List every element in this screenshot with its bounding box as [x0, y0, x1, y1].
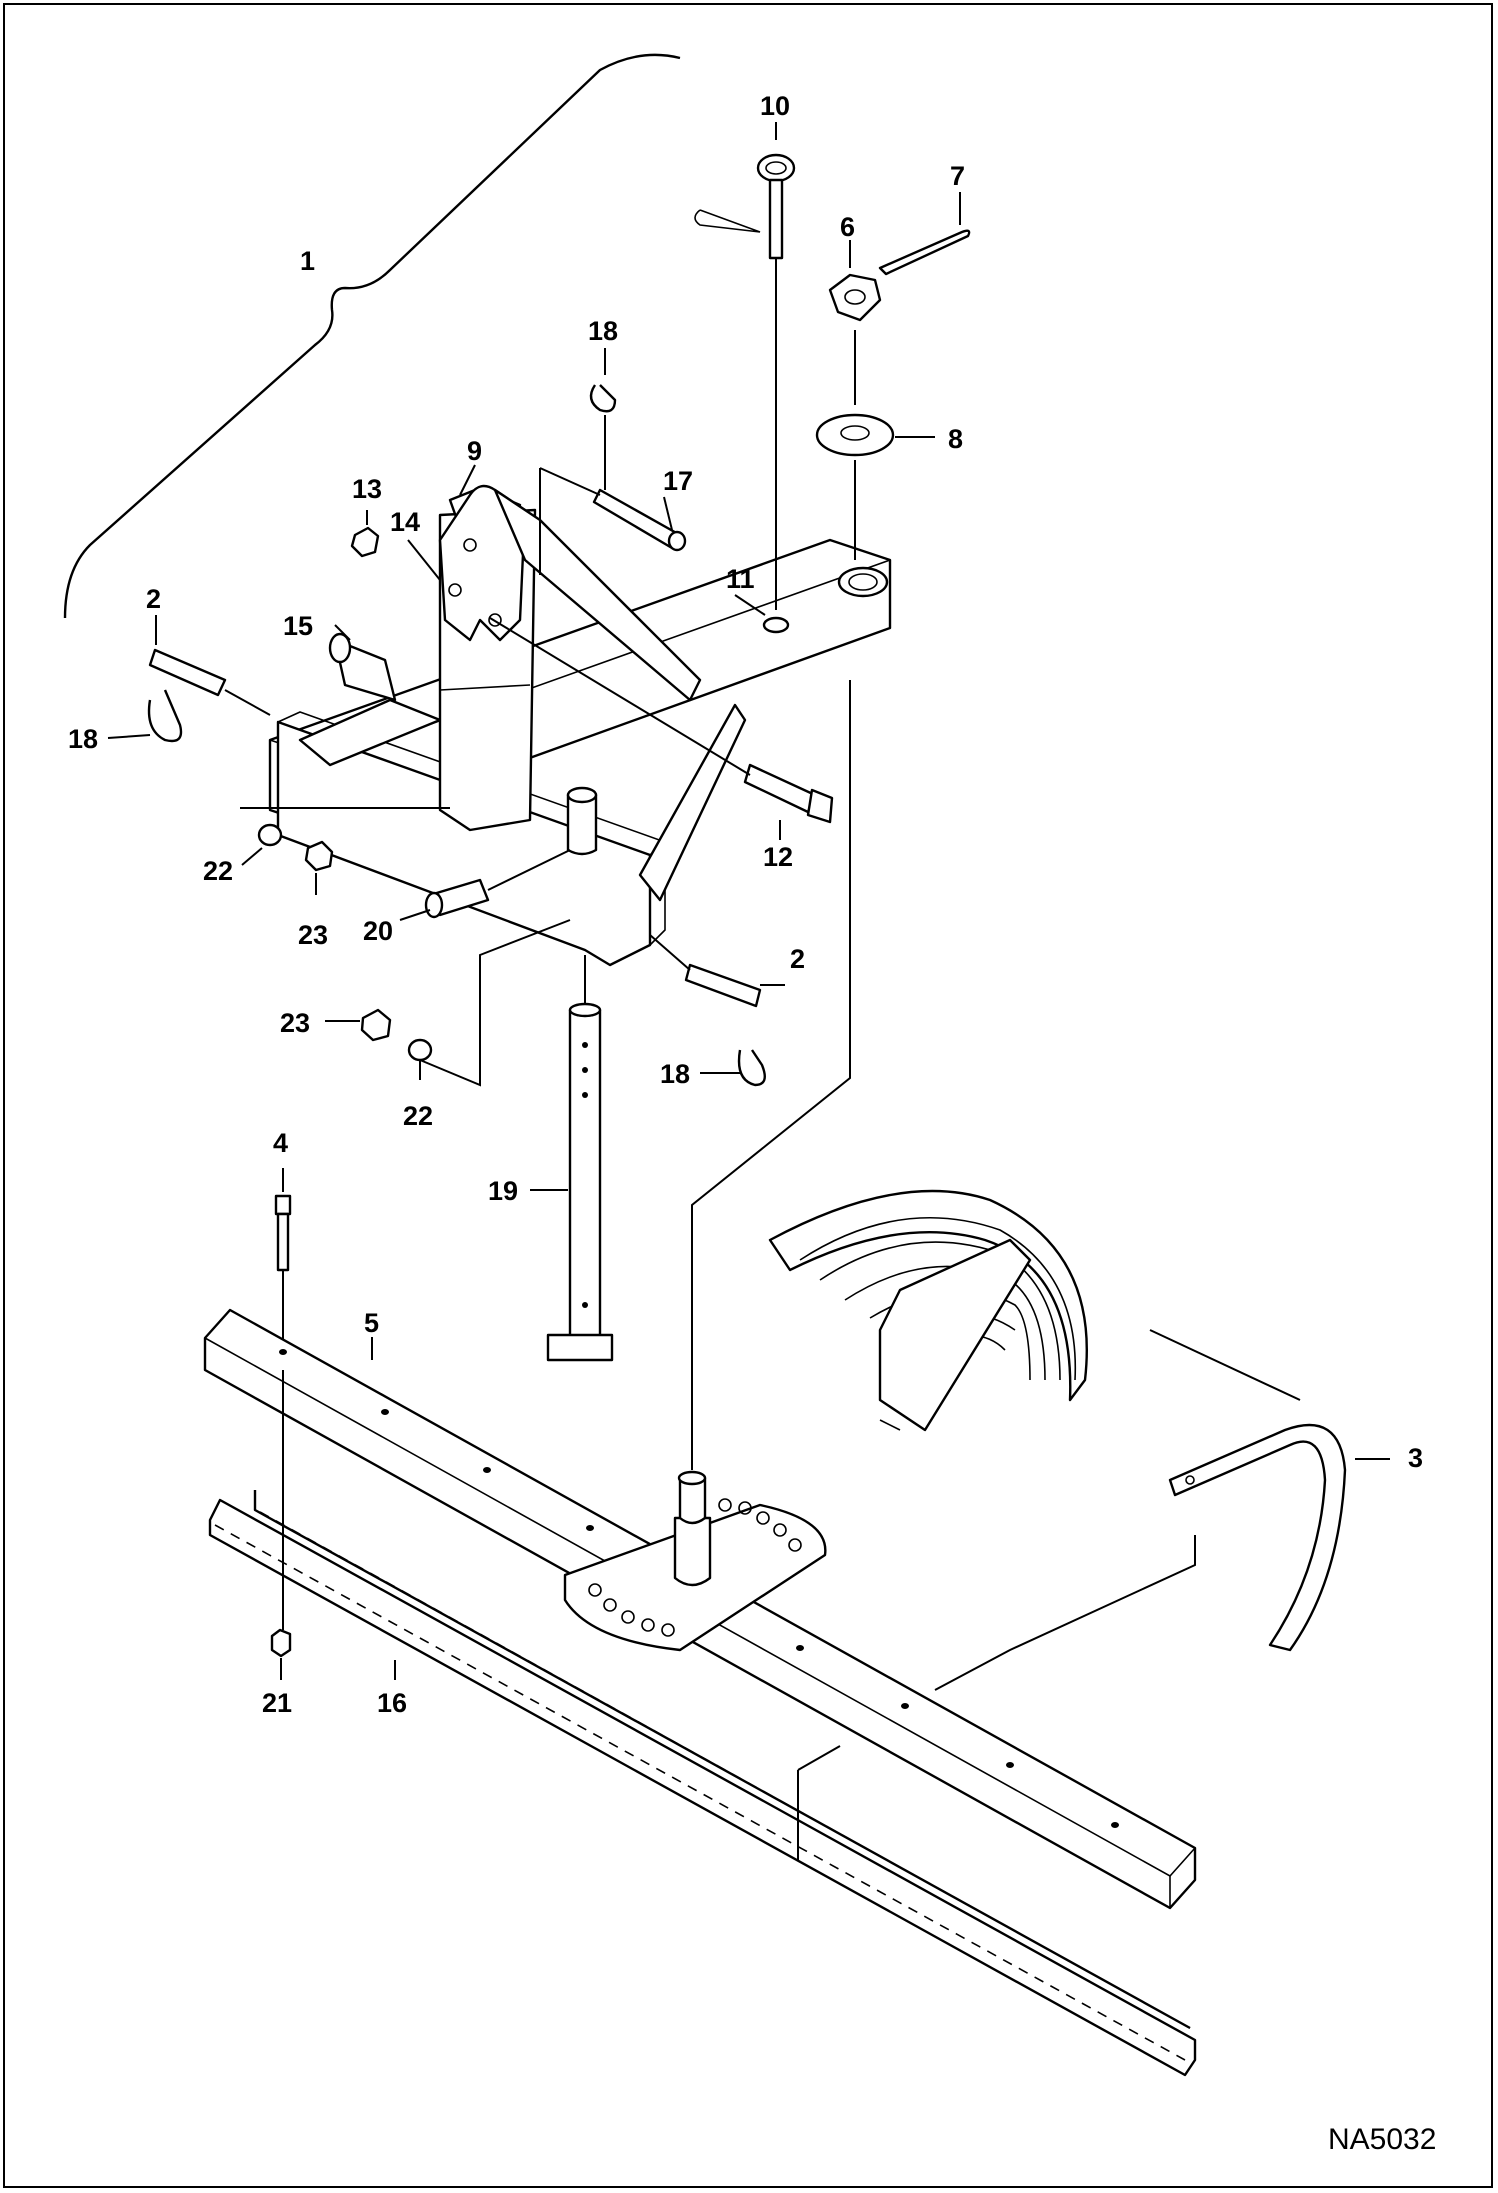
callout-12: 12: [763, 842, 793, 872]
lynch-pin-right: [649, 934, 766, 1087]
callout-7: 7: [950, 161, 965, 191]
callout-14: 14: [390, 507, 420, 537]
callout-2: 2: [790, 944, 805, 974]
callout-21: 21: [262, 1688, 292, 1718]
callout-17: 17: [663, 466, 693, 496]
callout-4: 4: [273, 1128, 288, 1158]
hex-nut-bottom: [270, 1628, 292, 1658]
hex-nut-upper: [304, 840, 334, 872]
lock-washer-lower: [407, 1038, 433, 1062]
callout-labels: 1 2 2 3 4 5 6 7 8 9 10 11 12 13 14 15 16…: [68, 91, 1423, 1718]
lock-washer-upper: [257, 823, 283, 847]
leader-lines: [107, 122, 1390, 1680]
callout-15: 15: [283, 611, 313, 641]
flat-washer: [815, 413, 895, 560]
callout-18: 18: [660, 1059, 690, 1089]
rake-teeth-group: [768, 1189, 1088, 1432]
callout-18: 18: [588, 316, 618, 346]
bushing: [328, 632, 397, 702]
callout-23: 23: [280, 1008, 310, 1038]
hex-nut-small: [350, 526, 380, 558]
callout-10: 10: [760, 91, 790, 121]
callout-11: 11: [726, 564, 755, 594]
callout-23: 23: [298, 920, 328, 950]
callout-13: 13: [352, 474, 382, 504]
rake-tooth-single: [1168, 1423, 1347, 1652]
hitch-pin: [694, 153, 796, 610]
callout-20: 20: [363, 916, 393, 946]
castle-nut: [828, 273, 882, 405]
callout-8: 8: [948, 424, 963, 454]
callout-3: 3: [1408, 1443, 1423, 1473]
parking-stand: [546, 955, 614, 1362]
cotter-pin: [878, 229, 971, 276]
clevis-pin: [539, 384, 687, 575]
retainer-washer-small: [762, 616, 790, 634]
hex-bolt: [489, 617, 834, 824]
reference-code: NA5032: [1328, 2123, 1436, 2156]
callout-5: 5: [364, 1308, 379, 1338]
callout-22: 22: [403, 1101, 433, 1131]
assembly-brace: [63, 53, 681, 619]
callout-2: 2: [146, 584, 161, 614]
callout-22: 22: [203, 856, 233, 886]
carriage-bolt: [274, 1194, 292, 1352]
mounting-bracket: [438, 484, 702, 702]
hex-nut-lower: [360, 1008, 392, 1042]
callout-6: 6: [840, 212, 855, 242]
callout-16: 16: [377, 1688, 407, 1718]
callout-18: 18: [68, 724, 98, 754]
callout-1: 1: [300, 246, 315, 276]
hitch-frame: [268, 486, 892, 967]
callout-19: 19: [488, 1176, 518, 1206]
callout-9: 9: [467, 436, 482, 466]
swivel-plate: [563, 1470, 827, 1652]
lynch-pin-left: [147, 648, 271, 743]
tooth-bar: [208, 1370, 1197, 2077]
